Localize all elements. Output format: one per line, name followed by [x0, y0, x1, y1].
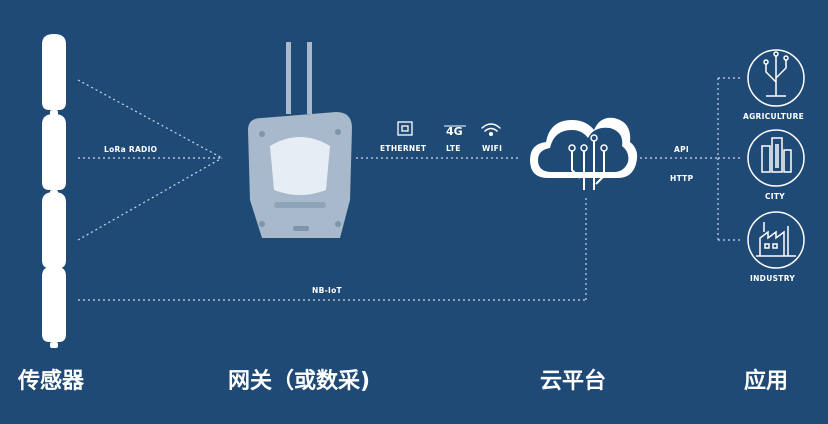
wifi-label: WIFI: [482, 144, 502, 153]
industry-label: INDUSTRY: [750, 274, 795, 283]
agriculture-label: AGRICULTURE: [743, 112, 804, 121]
gateway-device-icon: [248, 42, 352, 238]
sensor-capsule-icon: [42, 114, 66, 196]
lte-4g-label: 4G: [446, 125, 463, 138]
agriculture-circle: [747, 49, 805, 107]
app-bracket-lines: [717, 77, 742, 241]
lte-label: LTE: [446, 144, 461, 153]
industry-circle: [747, 211, 805, 269]
city-circle: [747, 129, 805, 187]
section-title-gateway: 网关（或数采): [228, 368, 370, 394]
ethernet-port-icon: [397, 121, 413, 136]
http-label: HTTP: [670, 174, 694, 183]
ethernet-label: ETHERNET: [380, 144, 427, 153]
section-title-sensors: 传感器: [17, 368, 85, 394]
sensor-capsule-icon: [42, 34, 66, 116]
factory-icon: [756, 222, 796, 257]
lora-connection-lines: [77, 79, 223, 241]
nbiot-label: NB-IoT: [312, 286, 343, 295]
api-label: API: [674, 145, 689, 154]
city-label: CITY: [765, 192, 785, 201]
section-title-cloud: 云平台: [540, 368, 606, 394]
lora-radio-label: LoRa RADIO: [104, 145, 157, 154]
city-buildings-icon: [761, 137, 792, 173]
sensor-capsule-icon: [42, 192, 66, 274]
section-title-application: 应用: [744, 368, 788, 394]
cloud-circuit-icon: [530, 117, 638, 190]
tree-circuit-icon: [763, 51, 789, 97]
nbiot-connection-line: [78, 196, 587, 301]
sensor-capsule-icon: [42, 266, 66, 348]
wifi-icon: [481, 123, 501, 137]
